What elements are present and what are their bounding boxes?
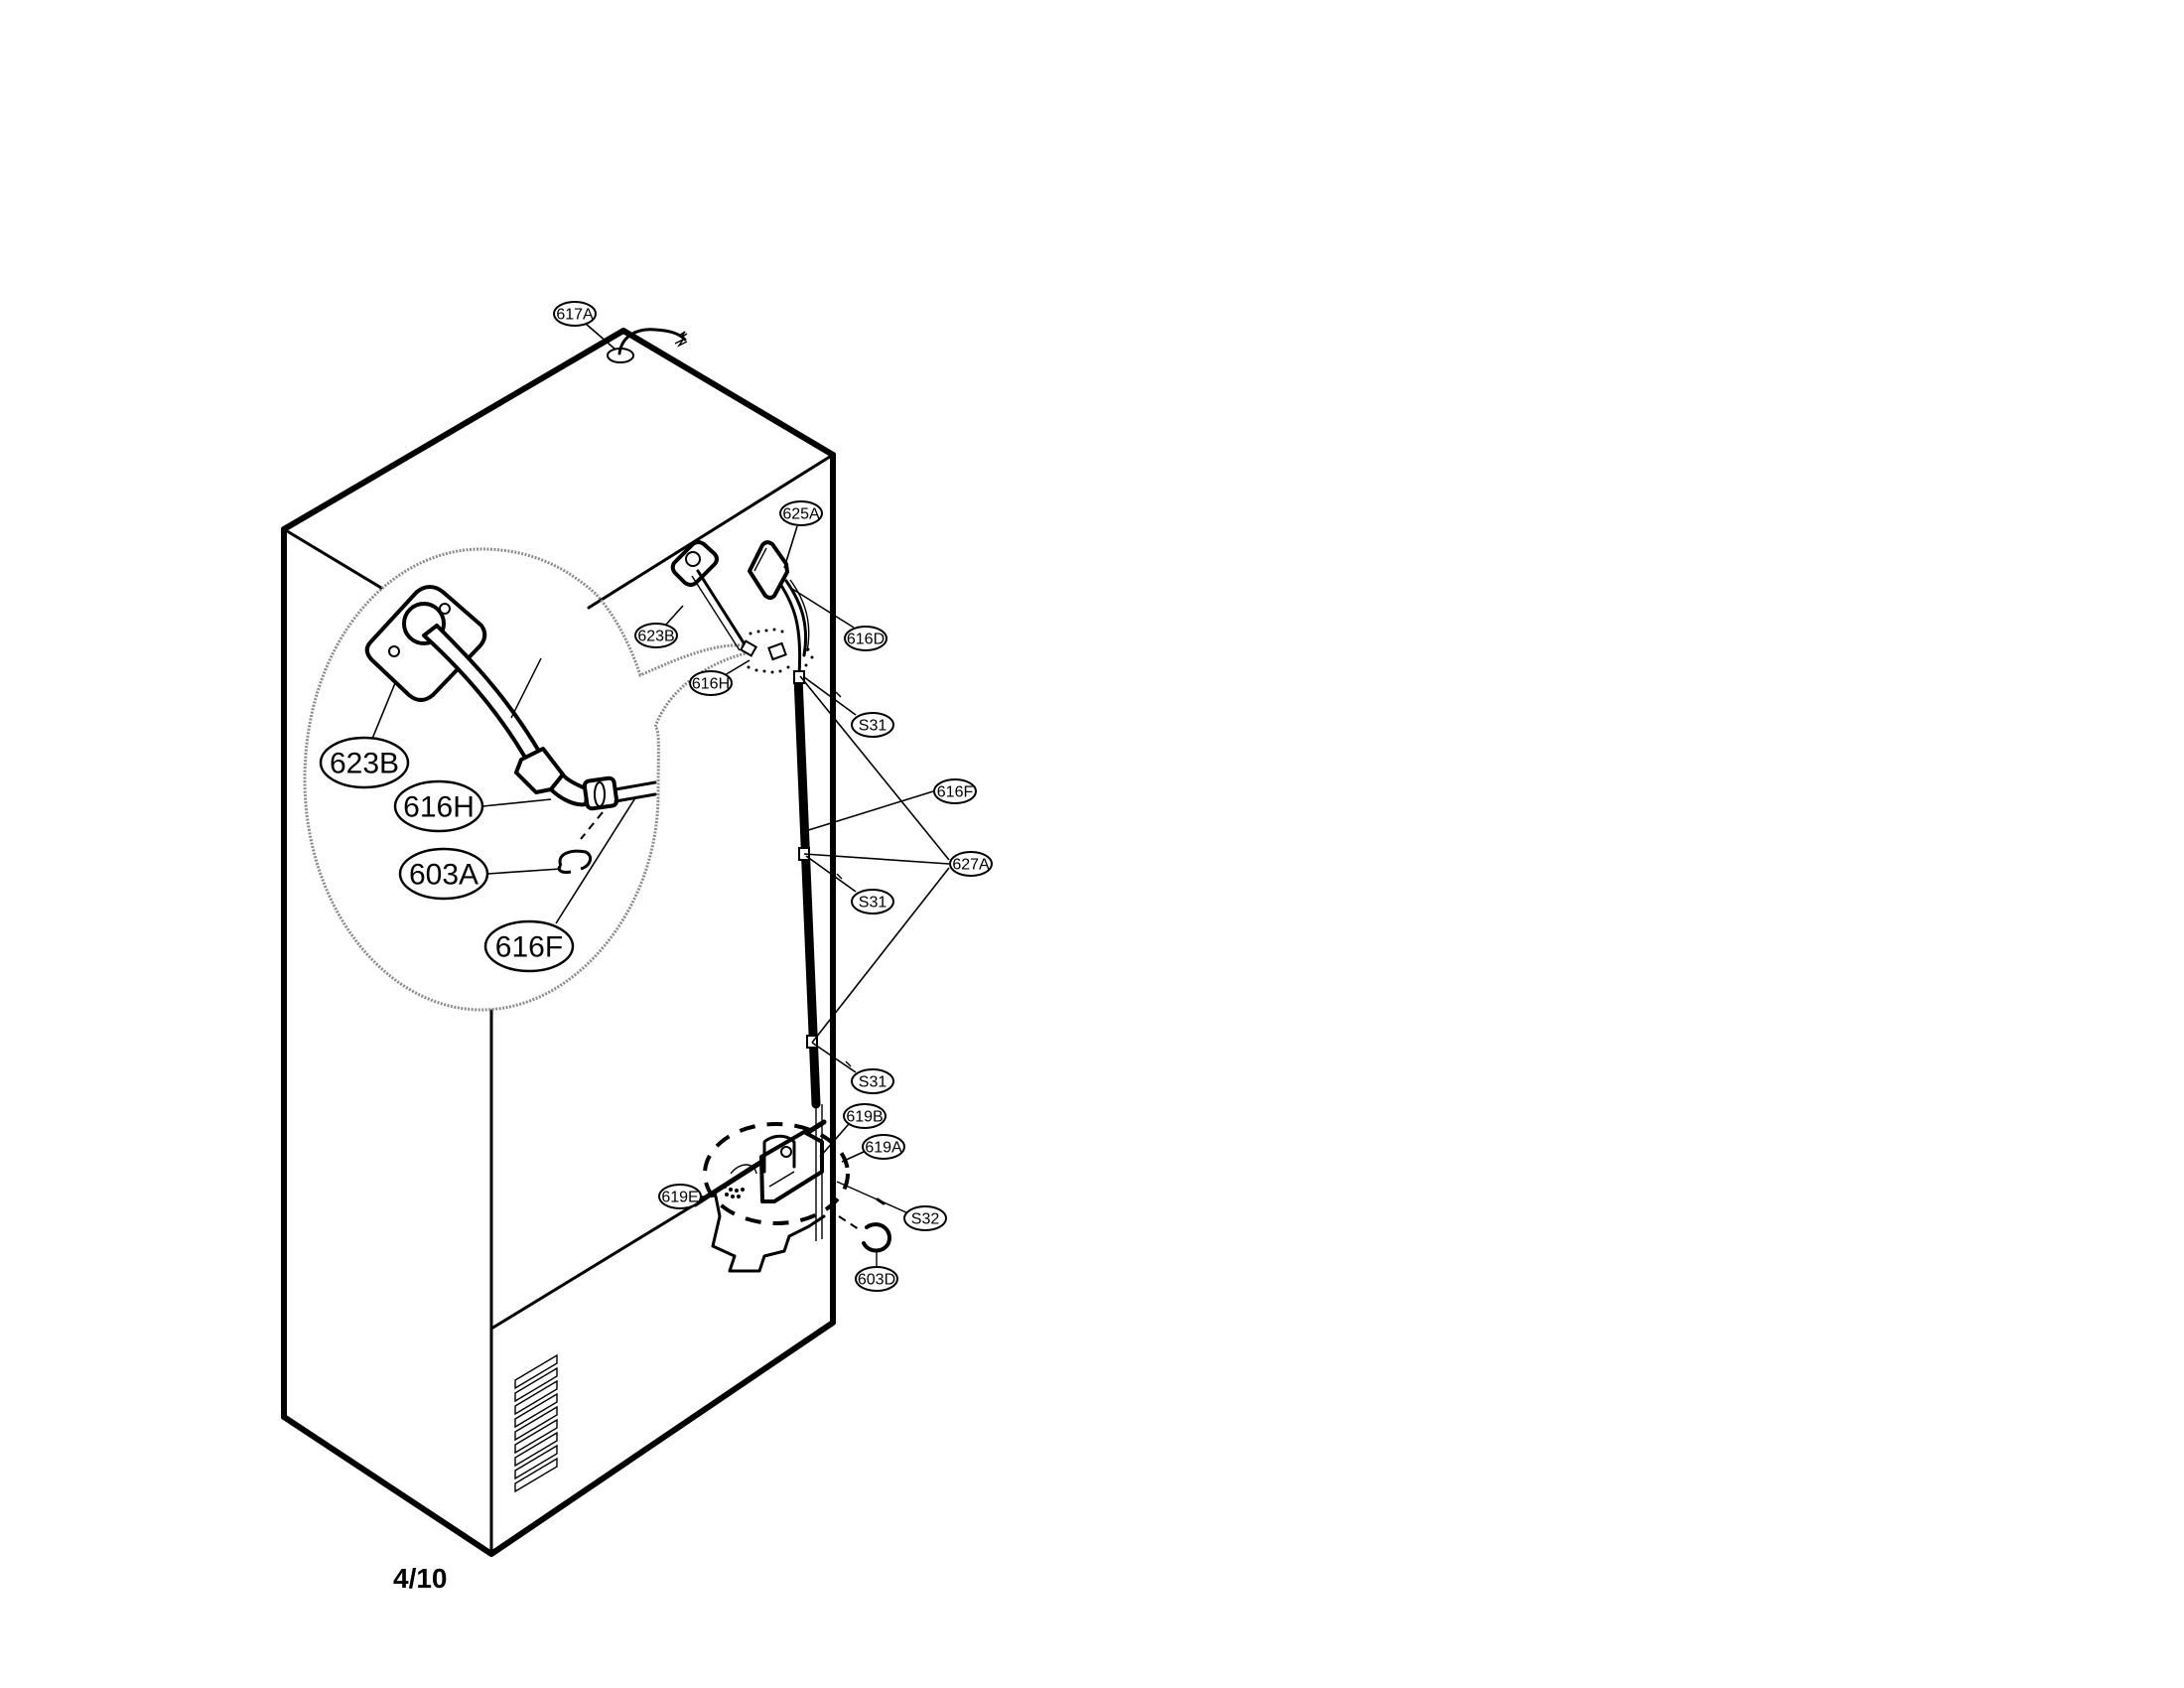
svg-text:616H: 616H — [403, 791, 475, 824]
callout-623B-detail[interactable]: 623B — [319, 736, 410, 789]
cabinet-top-edges — [281, 328, 836, 532]
cord-grommet — [607, 328, 688, 363]
callout-616F-small[interactable]: 616F — [933, 778, 977, 804]
callout-603A-detail[interactable]: 603A — [398, 847, 489, 901]
callout-603D[interactable]: 603D — [855, 1266, 898, 1292]
water-line-assembly — [670, 540, 852, 1109]
valve-coil-hatching — [723, 1185, 745, 1198]
callout-619A[interactable]: 619A — [862, 1134, 905, 1160]
callout-616F-detail[interactable]: 616F — [483, 919, 575, 973]
svg-text:616F: 616F — [937, 784, 974, 801]
svg-text:616D: 616D — [847, 632, 885, 648]
cabinet-inner-right-top — [587, 453, 835, 610]
svg-text:619B: 619B — [846, 1109, 883, 1126]
svg-text:616F: 616F — [495, 931, 563, 964]
callout-S32[interactable]: S32 — [903, 1205, 947, 1231]
page-number: 4/10 — [393, 1563, 448, 1594]
svg-text:619E: 619E — [661, 1190, 698, 1206]
callout-619E[interactable]: 619E — [658, 1184, 702, 1209]
callout-616D[interactable]: 616D — [844, 626, 887, 651]
detail-magnifier-bubble — [303, 547, 748, 1012]
svg-text:625A: 625A — [782, 506, 820, 523]
svg-text:623B: 623B — [637, 629, 674, 645]
svg-text:603D: 603D — [858, 1272, 895, 1289]
svg-text:S32: S32 — [911, 1211, 940, 1228]
svg-text:603A: 603A — [409, 859, 478, 892]
detail-inlet-plate — [364, 585, 657, 874]
svg-text:617A: 617A — [556, 307, 594, 324]
svg-text:S31: S31 — [859, 895, 887, 912]
machine-compartment-line — [489, 1202, 697, 1331]
callout-617A[interactable]: 617A — [553, 301, 597, 327]
callout-S31-bottom[interactable]: S31 — [851, 1068, 894, 1094]
water-valve-detail — [692, 1104, 909, 1273]
callout-616H-small[interactable]: 616H — [689, 670, 733, 696]
callout-627A[interactable]: 627A — [949, 851, 993, 877]
svg-text:619A: 619A — [865, 1140, 902, 1157]
callout-S31-middle[interactable]: S31 — [851, 889, 894, 914]
vent-grille — [514, 1353, 558, 1493]
callout-623B-small[interactable]: 623B — [634, 623, 678, 648]
connection-hatching — [747, 628, 814, 674]
leader-lines — [371, 323, 950, 1197]
refrigerator-cabinet — [281, 328, 836, 1557]
svg-text:623B: 623B — [330, 748, 399, 780]
callout-S31-top[interactable]: S31 — [851, 712, 894, 738]
callout-619B[interactable]: 619B — [843, 1103, 887, 1129]
svg-text:616H: 616H — [692, 676, 730, 693]
cabinet-bottom-edges — [281, 1320, 836, 1557]
cabinet-inner-left-top — [282, 527, 383, 590]
svg-text:S31: S31 — [859, 1074, 887, 1091]
svg-text:627A: 627A — [952, 857, 990, 874]
callout-616H-detail[interactable]: 616H — [393, 779, 484, 833]
callout-625A[interactable]: 625A — [779, 500, 823, 526]
svg-text:S31: S31 — [859, 718, 887, 735]
